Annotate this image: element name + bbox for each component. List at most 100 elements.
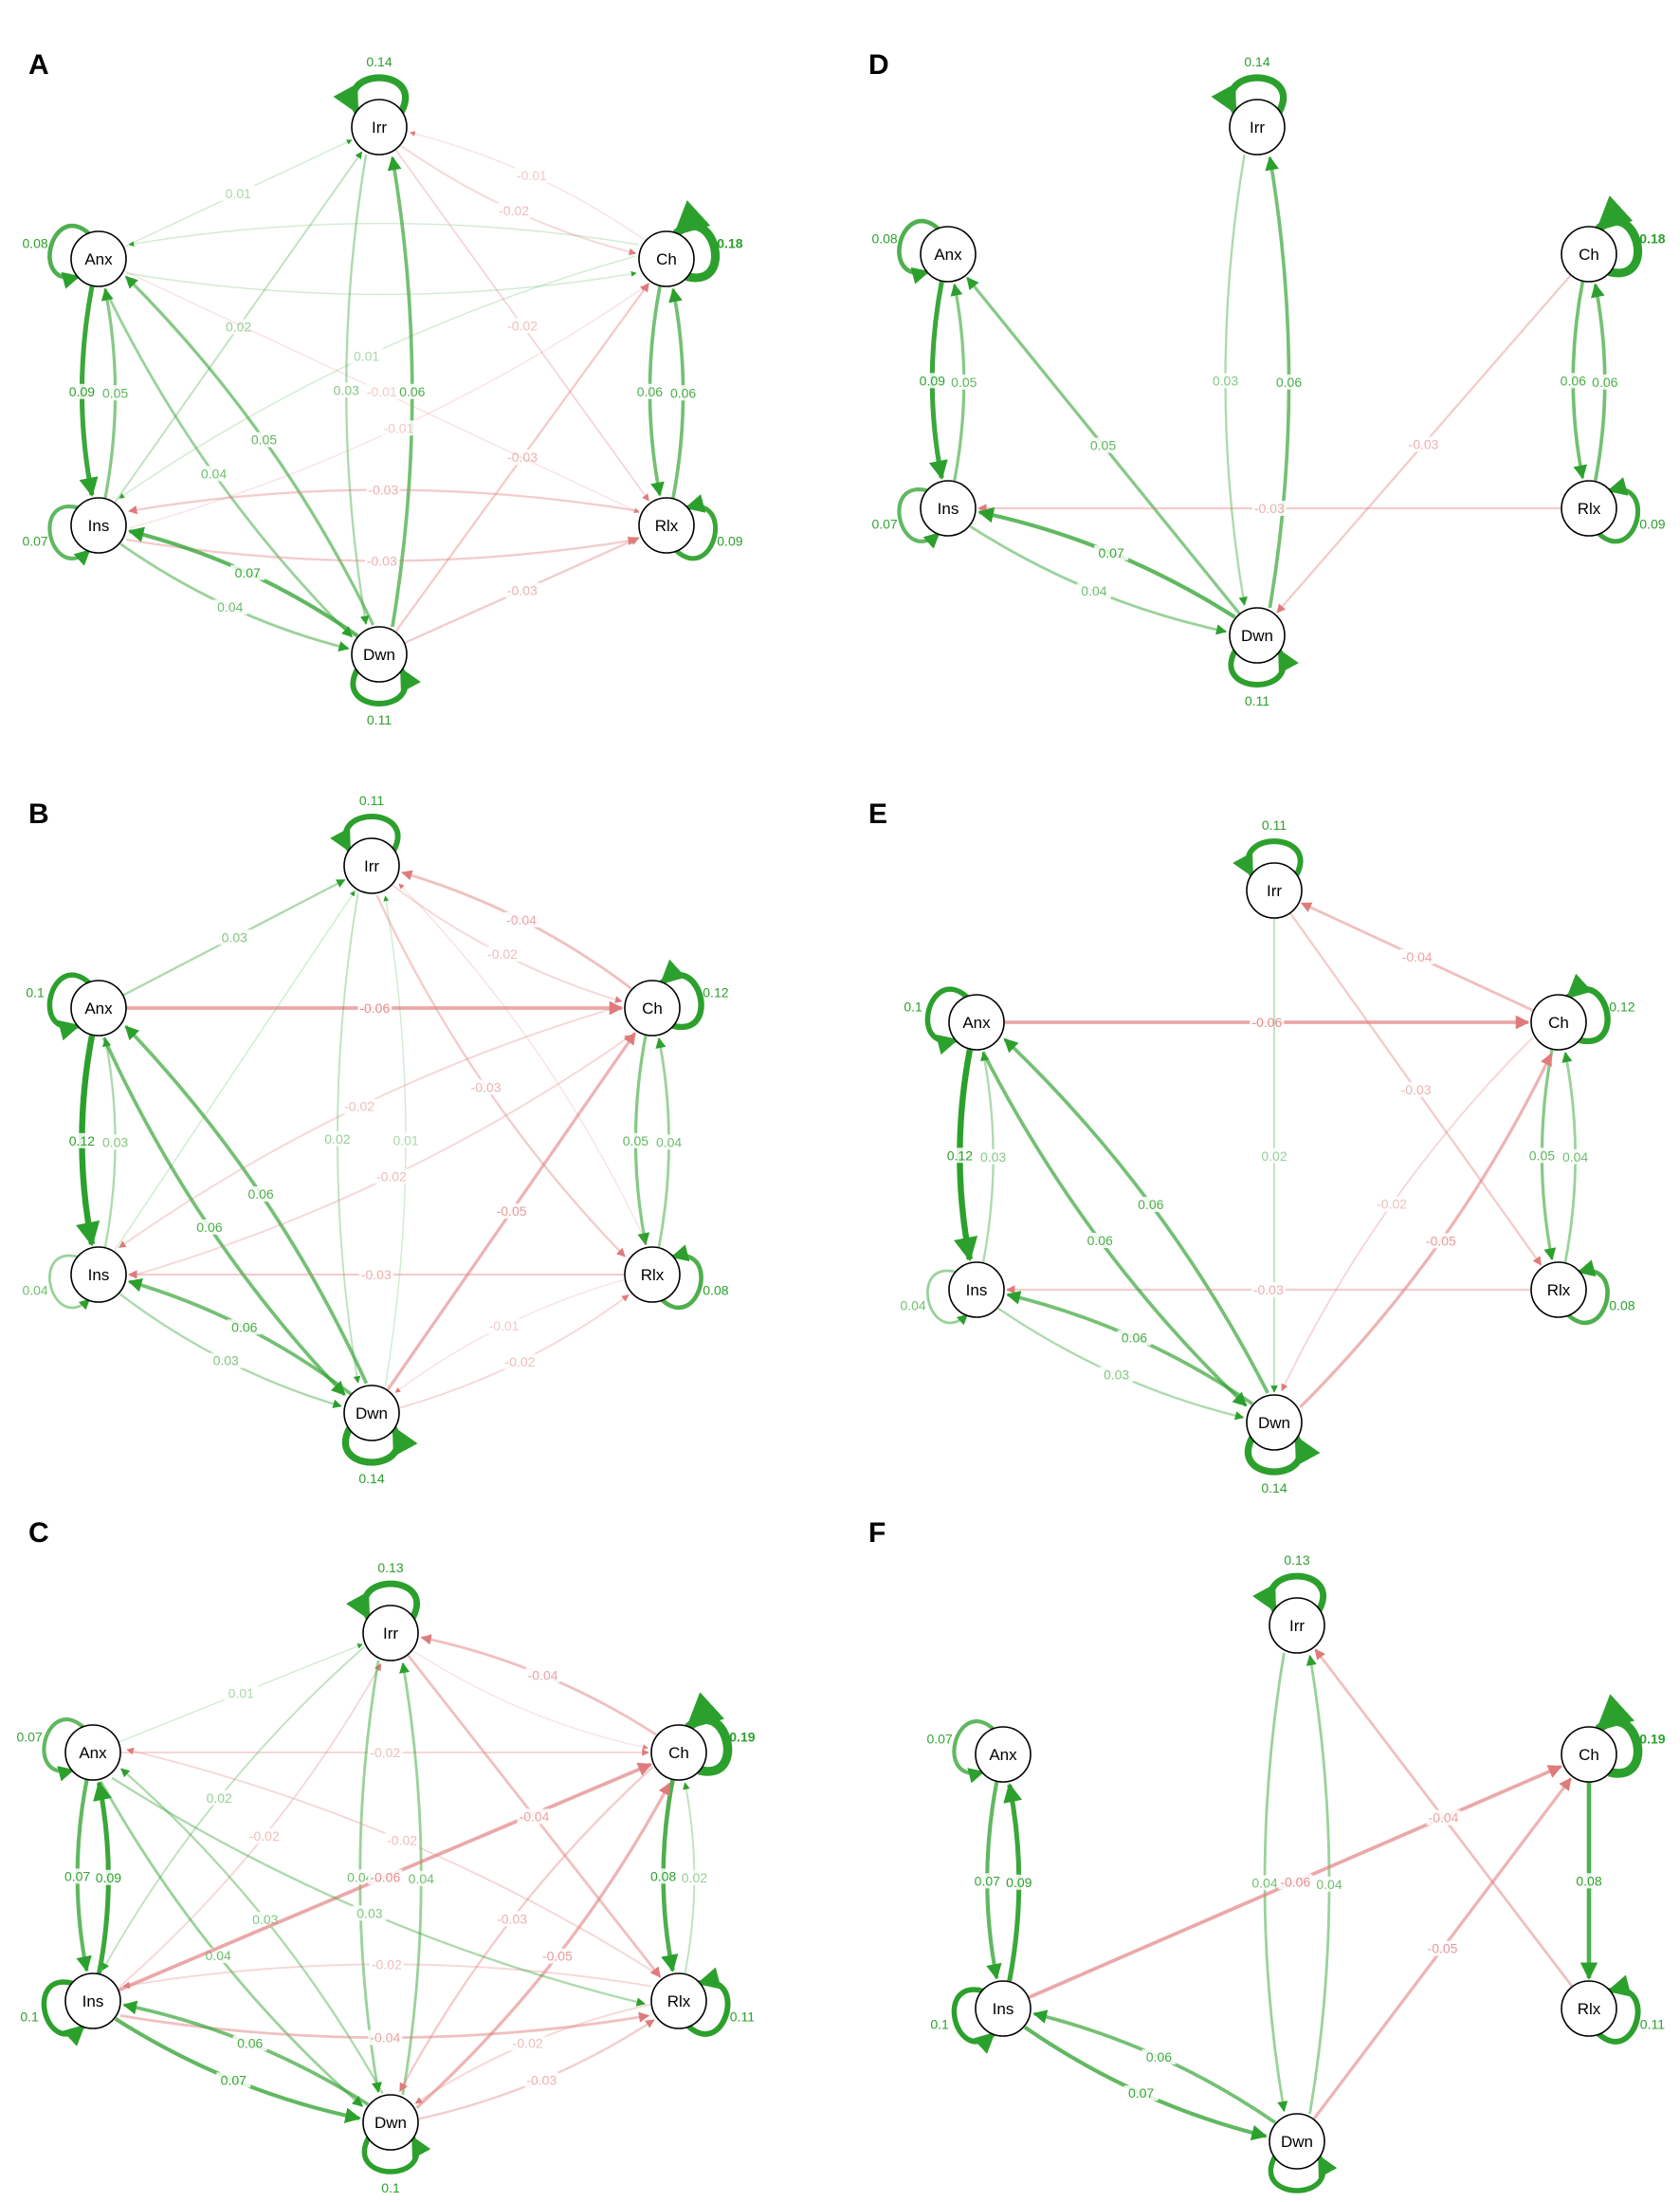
edge-label: 0.05 bbox=[1090, 438, 1116, 453]
node-label: Dwn bbox=[1281, 2133, 1313, 2151]
edge-label: 0.02 bbox=[226, 320, 251, 335]
edge-label-bg bbox=[368, 2029, 403, 2046]
edge-label: 0.06 bbox=[1146, 2049, 1172, 2064]
node-rlx: Rlx bbox=[1530, 1261, 1587, 1318]
edge-label-bg bbox=[212, 599, 247, 615]
node-rlx: Rlx bbox=[1561, 1980, 1617, 2037]
edge-label: 0.06 bbox=[247, 1186, 273, 1202]
edge-label-bg bbox=[329, 382, 364, 398]
edge-label-bg bbox=[1248, 1875, 1282, 1891]
node-rlx: Rlx bbox=[624, 1246, 681, 1303]
edge-label: 0.06 bbox=[670, 385, 696, 400]
edge-label-bg bbox=[192, 1219, 227, 1235]
edge bbox=[969, 525, 1228, 635]
node-circle bbox=[362, 2094, 419, 2151]
node-ins: Ins bbox=[64, 1973, 121, 2029]
self-loop-label: 0.18 bbox=[717, 235, 742, 250]
node-irr: Irr bbox=[362, 1605, 419, 1661]
node-circle bbox=[1561, 480, 1617, 537]
edge-label-bg bbox=[1083, 1233, 1118, 1248]
self-loop-label: 0.07 bbox=[16, 1729, 42, 1744]
edge-label-bg bbox=[368, 1745, 403, 1760]
edge-label: -0.04 bbox=[1429, 1810, 1459, 1826]
edge-label: -0.03 bbox=[507, 450, 538, 465]
edge bbox=[1023, 2025, 1268, 2141]
edge-label-bg bbox=[320, 1130, 355, 1147]
edge-label: -0.01 bbox=[489, 1318, 520, 1333]
node-label: Rlx bbox=[667, 1992, 691, 2010]
node-label: Dwn bbox=[374, 2114, 407, 2132]
node-irr: Irr bbox=[343, 837, 400, 894]
node-dwn: Dwn bbox=[343, 1385, 400, 1441]
self-loop bbox=[897, 219, 940, 284]
node-rlx: Rlx bbox=[650, 1973, 707, 2029]
node-circle bbox=[948, 1261, 1005, 1318]
edge-label-bg bbox=[1001, 1874, 1036, 1890]
self-loop bbox=[951, 1987, 996, 2054]
edge-label-bg bbox=[1572, 1873, 1606, 1889]
edge bbox=[981, 1051, 1248, 1407]
edge-label-bg bbox=[1312, 1876, 1346, 1892]
edge-label-bg bbox=[1076, 583, 1111, 599]
edge-label: 0.06 bbox=[1592, 375, 1617, 390]
edge-label-bg bbox=[942, 1147, 977, 1164]
edge-label-bg bbox=[1398, 1081, 1433, 1097]
edge-label-bg bbox=[1278, 1874, 1313, 1890]
self-loop bbox=[350, 667, 421, 706]
edge bbox=[113, 890, 356, 1253]
edge-label-bg bbox=[216, 2072, 251, 2088]
edge-label-bg bbox=[1251, 501, 1287, 516]
node-circle bbox=[351, 626, 408, 683]
node-label: Dwn bbox=[356, 1404, 388, 1422]
edge-label: -0.02 bbox=[487, 946, 518, 962]
edge-label-bg bbox=[618, 1132, 653, 1148]
edge-label-bg bbox=[1587, 374, 1622, 390]
self-loop-label: 0.14 bbox=[358, 1471, 384, 1486]
edge-label-bg bbox=[230, 564, 265, 580]
panel-letter: D bbox=[868, 49, 889, 81]
edge-label-bg bbox=[1558, 1148, 1593, 1165]
edge-label: -0.03 bbox=[1401, 1082, 1432, 1097]
edge-label: 0.03 bbox=[1104, 1367, 1129, 1382]
edge-label: 0.07 bbox=[235, 565, 261, 580]
node-circle bbox=[920, 226, 977, 283]
edge bbox=[101, 1037, 346, 1396]
self-loop bbox=[346, 1580, 420, 1621]
self-loop bbox=[47, 505, 91, 566]
edge bbox=[127, 526, 359, 638]
edge-label: 0.06 bbox=[196, 1220, 222, 1235]
edge-label: -0.02 bbox=[370, 1745, 400, 1760]
edge-label: -0.05 bbox=[1428, 1941, 1458, 1956]
edge-label-bg bbox=[221, 319, 256, 335]
edge-label-bg bbox=[60, 1868, 95, 1884]
self-loop bbox=[361, 2136, 431, 2174]
node-ch: Ch bbox=[638, 230, 695, 287]
edge-label: -0.03 bbox=[1253, 1282, 1284, 1297]
edge-label-bg bbox=[1123, 2085, 1159, 2101]
self-loop bbox=[659, 959, 704, 1031]
edge-label-bg bbox=[1208, 373, 1243, 389]
self-loop bbox=[660, 1244, 703, 1310]
self-loop-label: 0.1 bbox=[1287, 2199, 1306, 2202]
edge-label: -0.03 bbox=[526, 2072, 557, 2087]
node-label: Ins bbox=[82, 1992, 104, 2010]
edge-label-bg bbox=[1257, 1147, 1291, 1164]
node-circle bbox=[624, 980, 681, 1037]
edge-label: -0.03 bbox=[367, 553, 397, 568]
node-label: Irr bbox=[364, 857, 379, 875]
self-loop-label: 0.07 bbox=[22, 534, 47, 549]
self-loop-label: 0.09 bbox=[1639, 517, 1665, 532]
edge bbox=[412, 1650, 648, 1751]
node-ch: Ch bbox=[1561, 226, 1617, 283]
edge-label: 0.03 bbox=[334, 382, 359, 397]
edge-label: -0.04 bbox=[506, 912, 537, 927]
node-label: Ch bbox=[1579, 246, 1599, 264]
edge-label: -0.02 bbox=[507, 318, 538, 333]
edge-label-bg bbox=[505, 450, 540, 466]
edge-label-bg bbox=[64, 383, 100, 399]
edge-label: 0.04 bbox=[347, 1869, 373, 1884]
self-loop bbox=[341, 1425, 418, 1466]
edge-label: 0.09 bbox=[69, 384, 95, 399]
